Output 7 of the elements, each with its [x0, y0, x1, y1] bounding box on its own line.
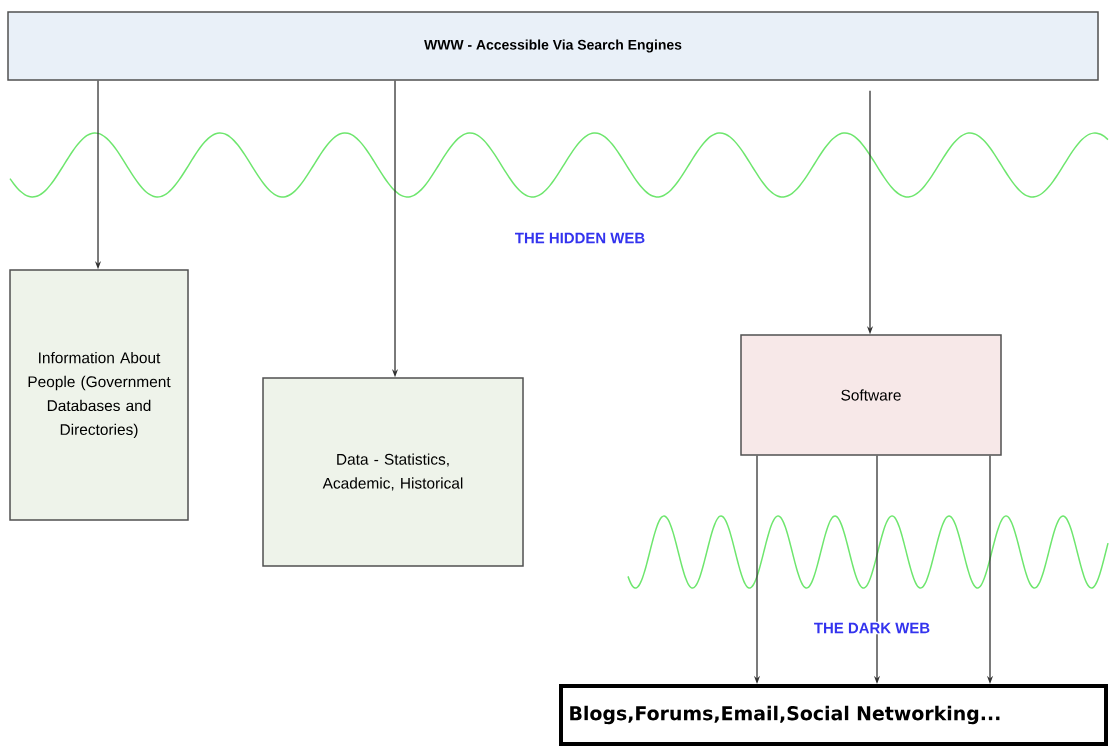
region-label: THE HIDDEN WEB — [513, 231, 647, 245]
process-box: Information About People (Government Databases and Directories) — [9, 269, 189, 521]
process-box: WWW - Accessible Via Search Engines — [7, 11, 1099, 81]
process-box: Software — [740, 334, 1002, 456]
label-box: Blogs,Forums,Email,Social Networking... — [559, 684, 1108, 746]
region-label: THE DARK WEB — [812, 621, 932, 635]
process-box: Data - Statistics, Academic, Historical — [262, 377, 524, 567]
